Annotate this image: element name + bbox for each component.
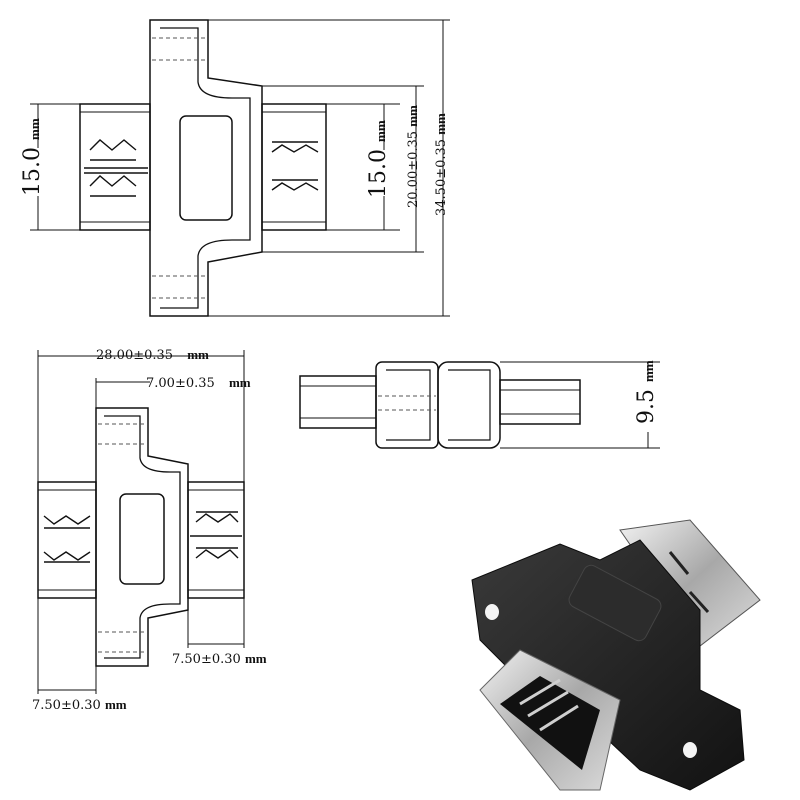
photo-screw-hole-1 [485, 604, 499, 620]
dim-top-right-height: 15.0 mm [366, 120, 391, 198]
side-dimension-lines [500, 361, 660, 449]
dim-top-left-height: 15.0 mm [20, 118, 45, 196]
dim-unit: mm [433, 113, 448, 135]
dim-unit: mm [187, 347, 209, 362]
dim-value: 7.50±0.30 [172, 652, 241, 667]
dim-unit: mm [641, 360, 656, 382]
dim-value: 15.0 [366, 149, 391, 198]
top-view [79, 19, 327, 317]
top-right-pins [271, 141, 319, 191]
dim-value: 9.5 [634, 389, 659, 424]
front-center-window [119, 493, 165, 585]
dim-value: 28.00±0.35 [96, 348, 174, 363]
top-left-pins [84, 139, 148, 197]
dim-bottom-left-depth: 7.50±0.30 mm [32, 698, 127, 712]
dim-bottom-right-depth: 7.50±0.30 mm [172, 652, 267, 666]
dim-unit: mm [104, 697, 127, 712]
side-left-plug [299, 375, 377, 429]
top-right-port [261, 103, 327, 231]
top-left-port [79, 103, 151, 231]
dim-unit: mm [244, 651, 267, 666]
dim-value: 7.50±0.30 [32, 698, 101, 713]
dim-bottom-flange-width: 7.00±0.35 mm [146, 376, 251, 390]
top-center-window [179, 115, 233, 221]
side-center-block [437, 361, 501, 449]
top-flange-body [149, 19, 263, 317]
front-view [37, 407, 245, 667]
front-dimension-lines [37, 350, 245, 694]
dim-unit: mm [27, 118, 42, 141]
side-right-port [499, 379, 581, 425]
dim-top-hole-pitch: 20.00±0.35 mm [405, 105, 421, 208]
photo-screw-hole-2 [683, 742, 697, 758]
dim-bottom-total-width: 28.00±0.35 mm [96, 348, 209, 362]
top-dimension-lines [30, 19, 450, 317]
dim-value: 20.00±0.35 [406, 130, 421, 208]
side-left-flange [375, 361, 439, 449]
dim-unit: mm [228, 375, 251, 390]
front-flange-body [95, 407, 189, 667]
top-screw-holes [152, 37, 206, 299]
dim-value: 34.50±0.35 [434, 138, 449, 216]
dim-unit: mm [405, 105, 420, 127]
front-left-pins [43, 515, 91, 563]
dim-value: 7.00±0.35 [146, 376, 215, 391]
product-photo [471, 519, 761, 791]
front-screw-holes [98, 423, 146, 653]
dim-side-thickness: 9.5 mm [634, 360, 659, 424]
dim-value: 15.0 [20, 147, 45, 196]
front-right-port [187, 481, 245, 599]
side-view [299, 361, 581, 449]
dim-top-total-height: 34.50±0.35 mm [433, 113, 449, 216]
front-left-port [37, 481, 97, 599]
front-right-pins [190, 511, 242, 559]
dim-unit: mm [373, 120, 388, 143]
